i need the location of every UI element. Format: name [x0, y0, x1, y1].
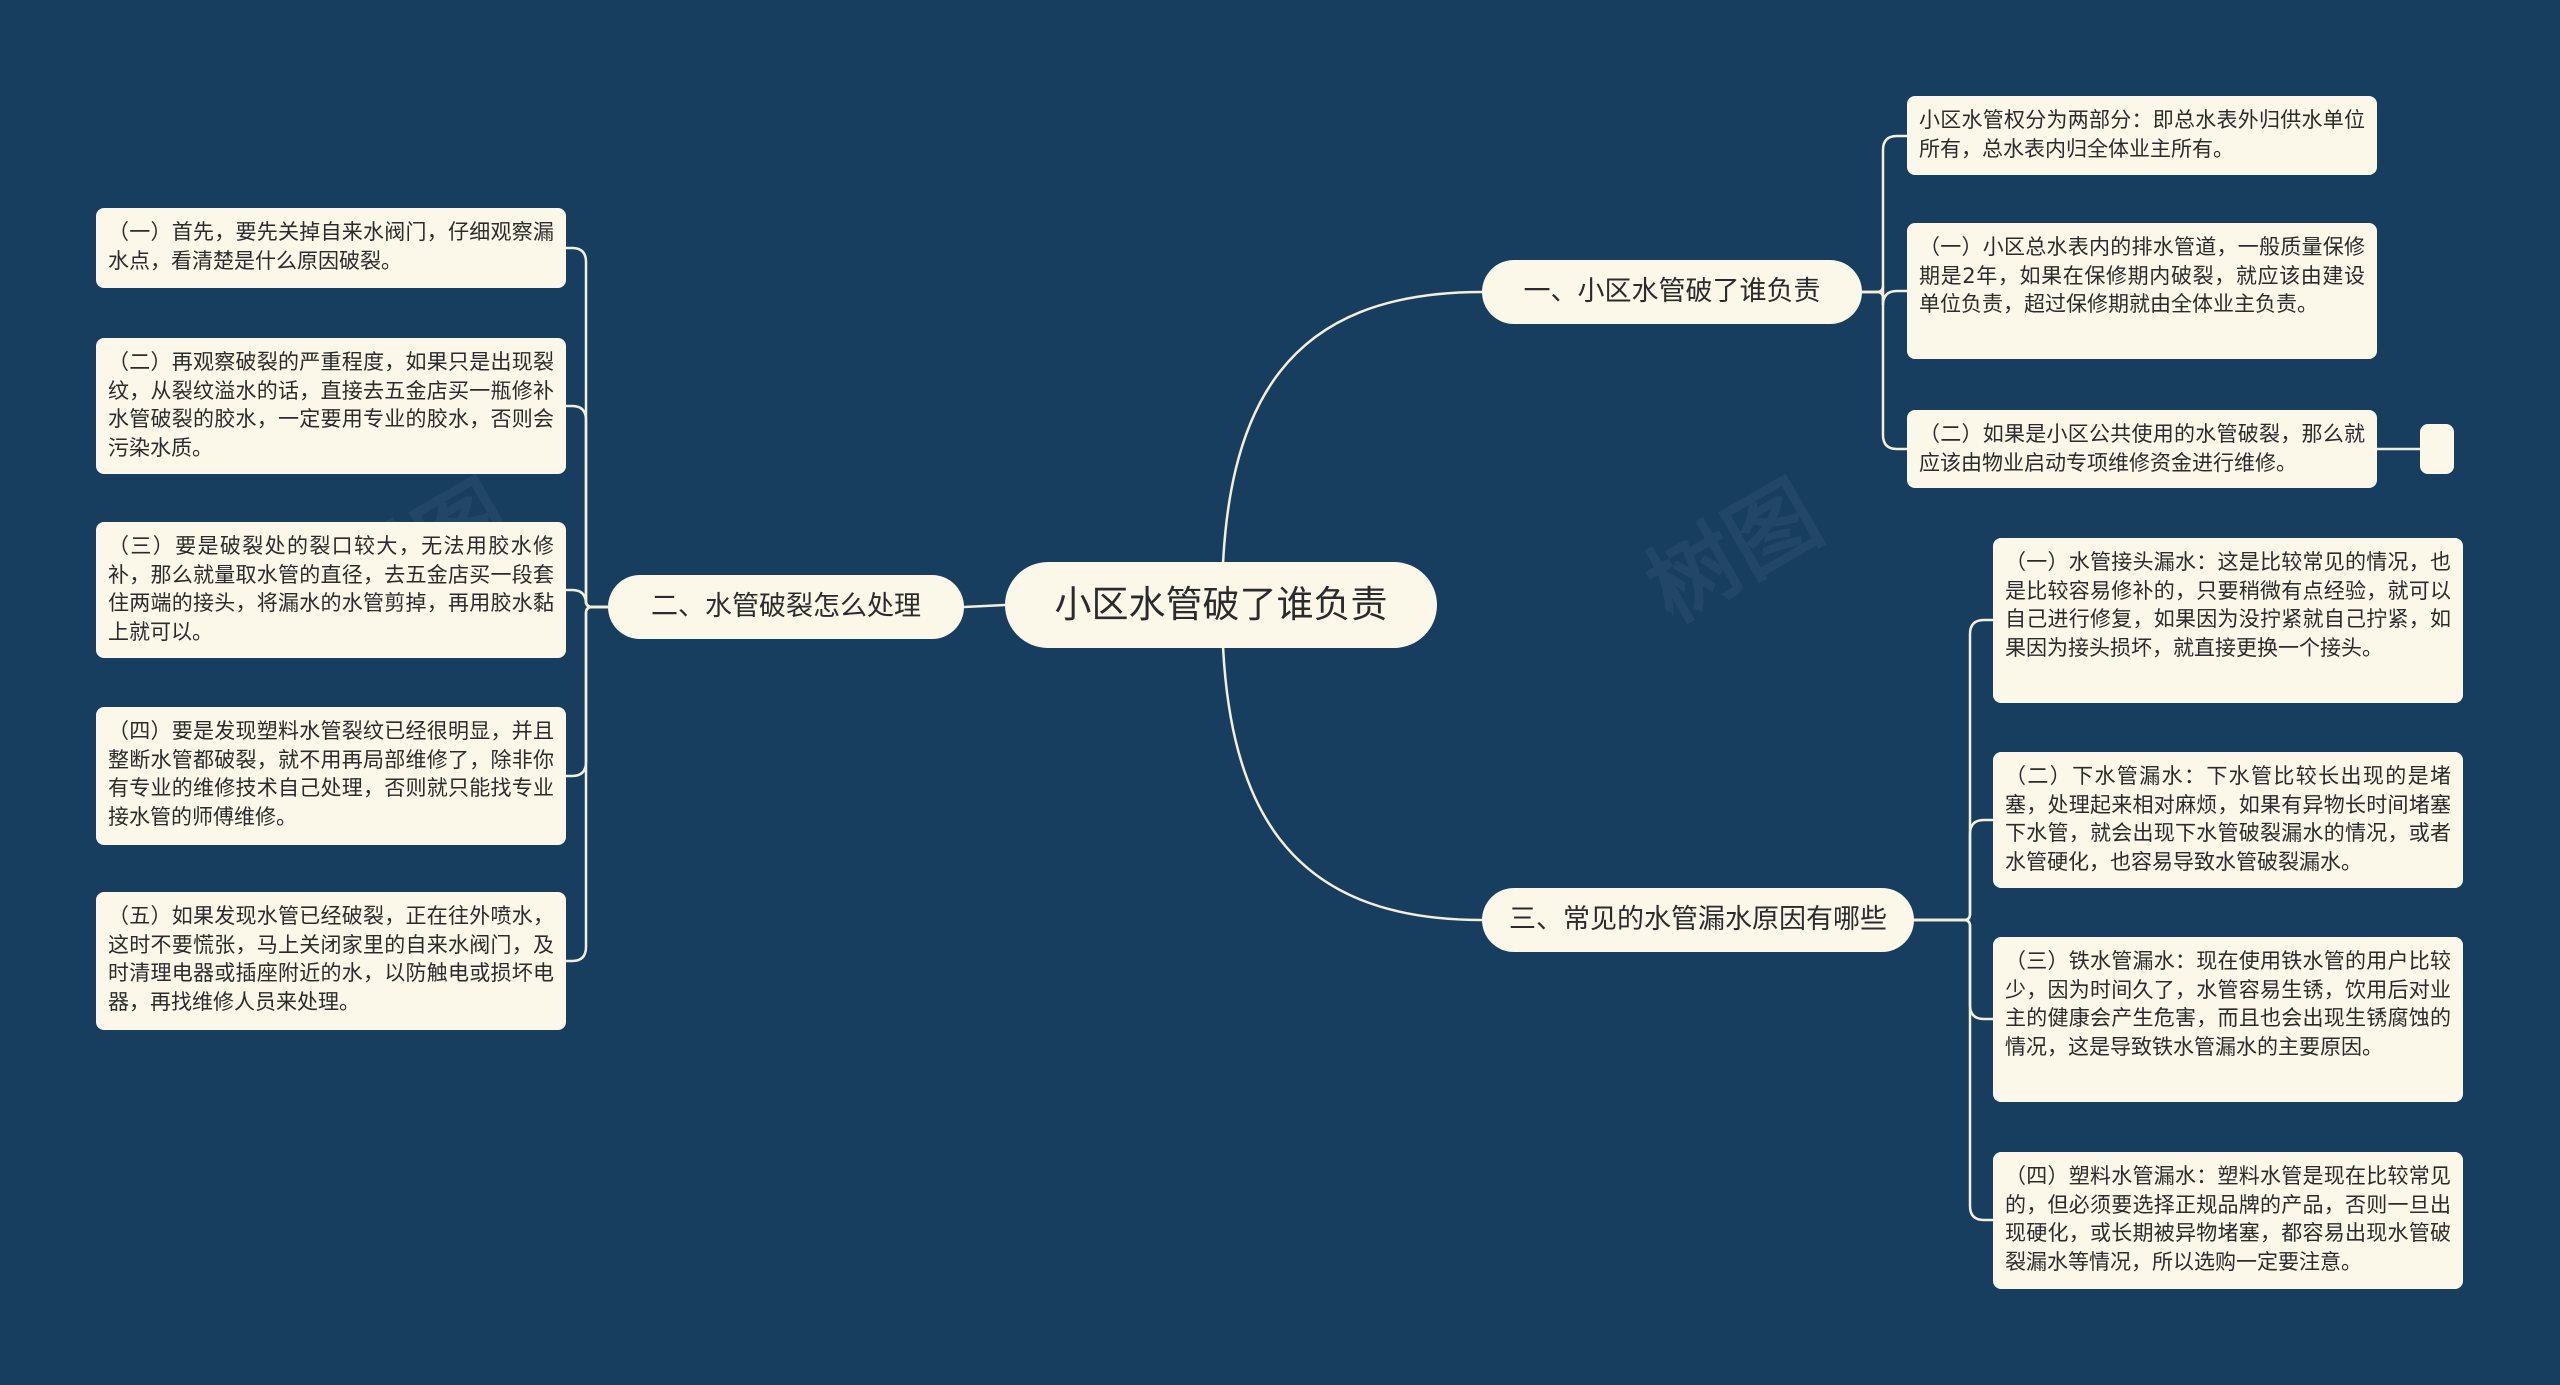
branch-node-1[interactable]: 一、小区水管破了谁负责	[1482, 260, 1862, 324]
connector-line	[963, 603, 1006, 609]
expand-stub[interactable]	[2420, 424, 2454, 474]
connector-line	[1914, 818, 1993, 922]
connector-line	[1220, 290, 1483, 606]
root-node[interactable]: 小区水管破了谁负责	[1005, 562, 1437, 648]
leaf-node[interactable]: （二）如果是小区公共使用的水管破裂，那么就应该由物业启动专项维修资金进行维修。	[1907, 410, 2377, 488]
branch-node-3[interactable]: 三、常见的水管漏水原因有哪些	[1482, 888, 1914, 952]
leaf-node[interactable]: （二）下水管漏水：下水管比较长出现的是堵塞，处理起来相对麻烦，如果有异物长时间堵…	[1993, 752, 2463, 888]
connector-line	[1914, 918, 1993, 1021]
branch-node-2[interactable]: 二、水管破裂怎么处理	[608, 575, 964, 639]
connector-line	[566, 605, 608, 963]
leaf-node[interactable]: （四）塑料水管漏水：塑料水管是现在比较常见的，但必须要选择正规品牌的产品，否则一…	[1993, 1152, 2463, 1289]
connector-line	[1914, 618, 1993, 922]
leaf-node[interactable]: （三）铁水管漏水：现在使用铁水管的用户比较少，因为时间久了，水管容易生锈，饮用后…	[1993, 937, 2463, 1102]
connector-line	[1862, 285, 1907, 306]
leaf-node[interactable]: （一）水管接头漏水：这是比较常见的情况，也是比较容易修补的，只要稍微有点经验，就…	[1993, 538, 2463, 703]
leaf-node[interactable]: （三）要是破裂处的裂口较大，无法用胶水修补，那么就量取水管的直径，去五金店买一段…	[96, 522, 566, 658]
leaf-node[interactable]: （一）小区总水表内的排水管道，一般质量保修期是2年，如果在保修期内破裂，就应该由…	[1907, 223, 2377, 359]
connector-line	[1862, 134, 1907, 294]
connector-line	[1220, 604, 1483, 922]
leaf-node[interactable]: （二）再观察破裂的严重程度，如果只是出现裂纹，从裂纹溢水的话，直接去五金店买一瓶…	[96, 338, 566, 474]
leaf-node[interactable]: （一）首先，要先关掉自来水阀门，仔细观察漏水点，看清楚是什么原因破裂。	[96, 208, 566, 288]
leaf-node[interactable]: 小区水管权分为两部分：即总水表外归供水单位所有，总水表内归全体业主所有。	[1907, 96, 2377, 175]
leaf-node[interactable]: （四）要是发现塑料水管裂纹已经很明显，并且整断水管都破裂，就不用再局部维修了，除…	[96, 707, 566, 845]
leaf-node[interactable]: （五）如果发现水管已经破裂，正在往外喷水，这时不要慌张，马上关闭家里的自来水阀门…	[96, 892, 566, 1030]
connector-line	[1862, 290, 1907, 451]
connector-line	[566, 404, 608, 609]
connector-line	[1914, 918, 1993, 1222]
